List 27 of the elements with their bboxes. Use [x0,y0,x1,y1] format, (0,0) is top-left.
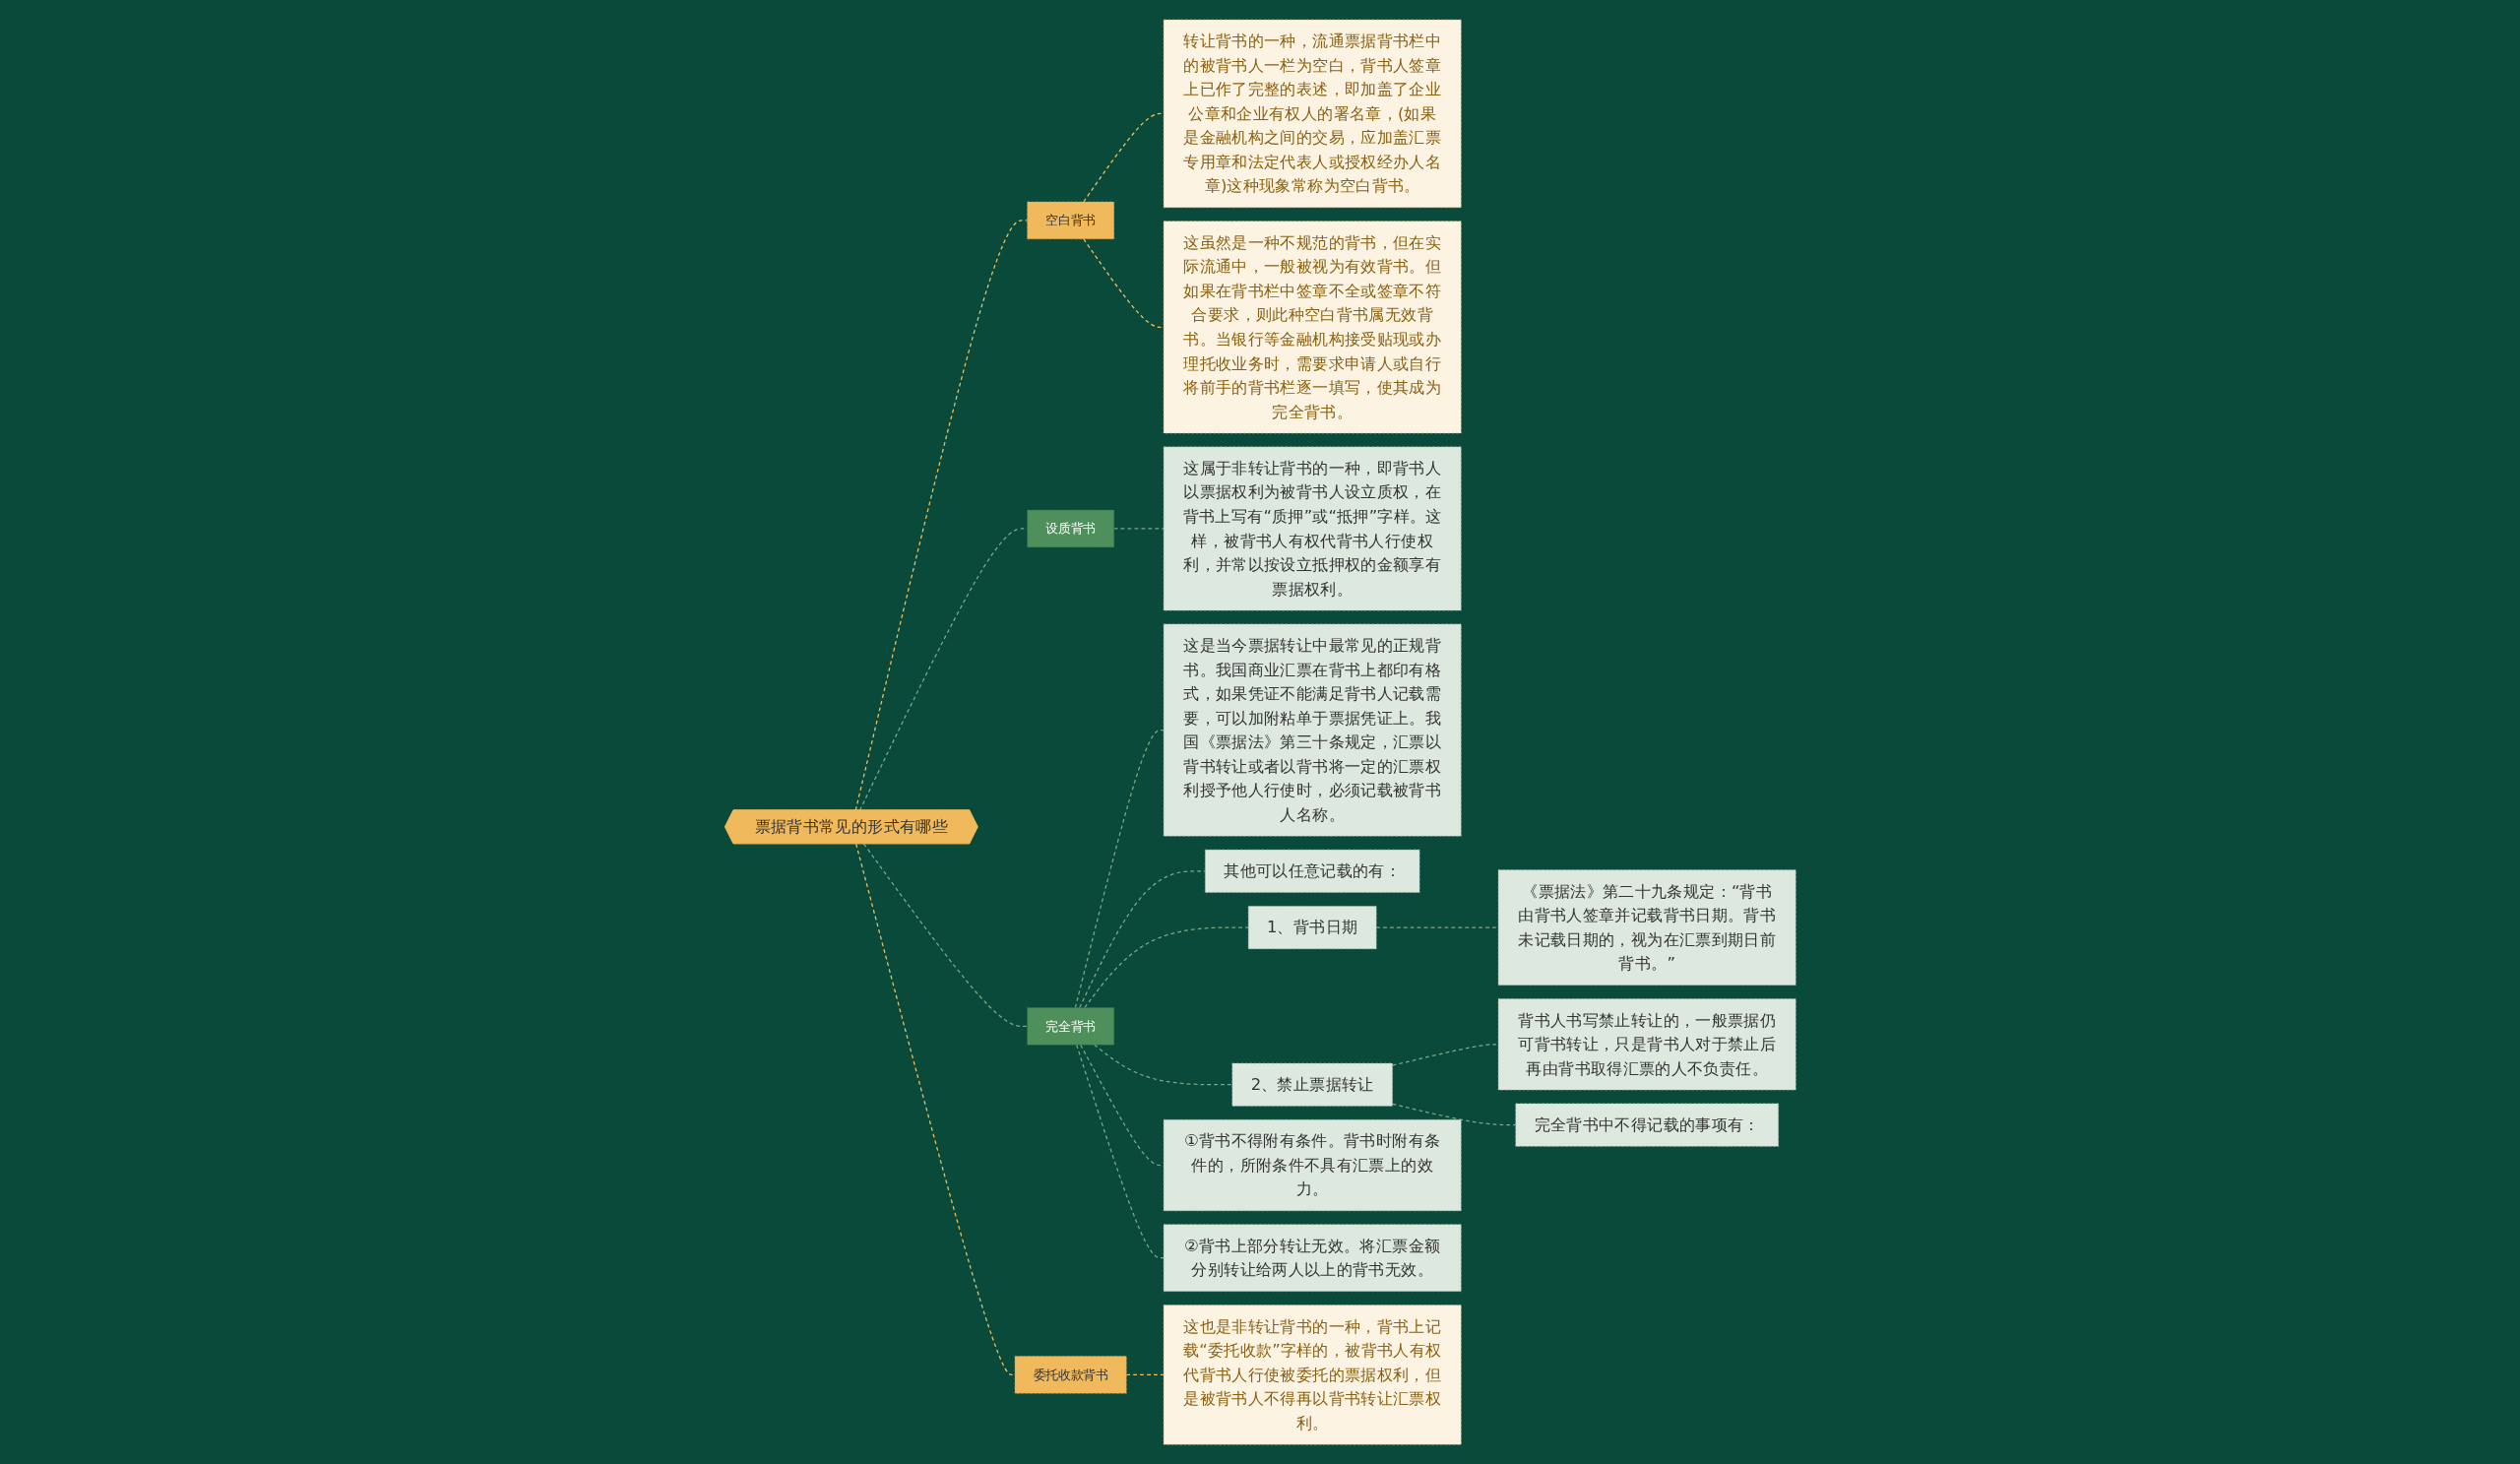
node-box: 这虽然是一种不规范的背书，但在实际流通中，一般被视为有效背书。但如果在背书栏中签章不全或签章不符合要求，则此种空白背书属无效背书。当银行等金融机构接受贴现或办理托收业务时，需要求申请人或自行将前手的背书栏逐一填写，使其成为完全背书。 [1163,221,1462,434]
connector [1391,1103,1516,1126]
connector [1125,1373,1165,1375]
node-box: ②背书上部分转让无效。将汇票金额分别转让给两人以上的背书无效。 [1163,1224,1462,1292]
connector [1093,1044,1233,1086]
connector [1074,729,1165,1008]
node-box: 设质背书 [1026,509,1114,548]
node-box: 委托收款背书 [1014,1356,1127,1394]
node-box: 《票据法》第二十九条规定：“背书由背书人签章并记载背书日期。背书未记载日期的，视为在汇票到期日前背书。” [1497,869,1796,986]
node-box: 转让背书的一种，流通票据背书栏中的被背书人一栏为空白，背书人签章上已作了完整的表述，即加盖了企业公章和企业有权人的署名章，(如果是金融机构之间的交易，应加盖汇票专用章和法定代表人或授权经办人名章)这种现象常称为空白背书。 [1163,19,1462,208]
node-box: 空白背书 [1026,201,1114,239]
connector [1075,1044,1165,1259]
connector [1375,926,1499,928]
node-box: 其他可以任意记载的有： [1204,849,1420,893]
connector [854,220,1028,811]
node-box: ①背书不得附有条件。背书时附有条件的，所附条件不具有汇票上的效力。 [1163,1118,1462,1212]
node-box: 2、禁止票据转让 [1231,1062,1393,1107]
node-box: 这也是非转让背书的一种，背书上记载“委托收款”字样的，被背书人有权代背书人行使被委托的票据权利，但是被背书人不得再以背书转让汇票权利。 [1163,1305,1462,1445]
node-box: 完全背书 [1026,1007,1114,1046]
node-box: 这是当今票据转让中最常见的正规背书。我国商业汇票在背书上都印有格式，如果凭证不能满足背书人记载需要，可以加附粘单于票据凭证上。我国《票据法》第三十条规定，汇票以背书转让或者以背书将一定的汇票权利授予他人行使时，必须记载被背书人名称。 [1163,623,1462,837]
node-box: 1、背书日期 [1247,905,1377,949]
connector [854,843,1016,1375]
connector [1082,112,1165,203]
node-box: 这属于非转让背书的一种，即背书人以票据权利为被背书人设立质权，在背书上写有“质押”或“抵押”字样。这样，被背书人有权代背书人行使权利，并常以按设立抵押权的金额享有票据权利。 [1163,446,1462,611]
node-box: 完全背书中不得记载的事项有： [1515,1103,1779,1147]
node-box: 背书人书写禁止转让的，一般票据仍可背书转让，只是背书人对于禁止后再由背书取得汇票的人不负责任。 [1497,998,1796,1091]
connector [1082,238,1165,328]
